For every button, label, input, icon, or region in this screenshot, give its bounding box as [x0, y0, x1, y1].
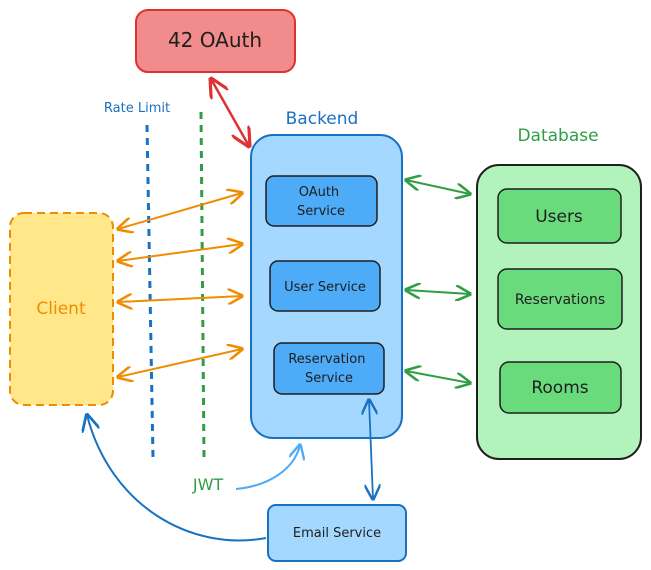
- rate-limit-line: [145, 124, 155, 459]
- users-table-label: Users: [535, 207, 583, 227]
- oauth-service-label-line2: Service: [297, 204, 345, 219]
- reservation-email-arrow: [369, 400, 373, 499]
- client-node: Client: [9, 212, 114, 406]
- reservation-service-label-line1: Reservation: [288, 352, 365, 367]
- oauth-provider-node: 42 OAuth: [135, 9, 296, 73]
- user-service-label: User Service: [284, 280, 366, 295]
- oauth-service-node: OAuth Service: [265, 175, 378, 227]
- reservation-service-label-line2: Service: [305, 371, 353, 386]
- jwt-backend-arrow: [235, 445, 300, 490]
- backend-reservations-arrow: [406, 290, 470, 294]
- backend-title: Backend: [286, 109, 359, 129]
- client-backend-arrow-1: [118, 193, 242, 229]
- client-label: Client: [36, 299, 86, 319]
- users-table-node: Users: [497, 188, 622, 244]
- oauth-arrow: [211, 79, 249, 146]
- email-service-node: Email Service: [267, 504, 407, 562]
- rooms-table-node: Rooms: [499, 361, 622, 414]
- reservation-service-label: Reservation Service: [288, 352, 369, 386]
- rooms-table-label: Rooms: [531, 378, 588, 398]
- reservations-table-label: Reservations: [515, 292, 605, 308]
- rate-limit-label: Rate Limit: [104, 101, 170, 116]
- email-client-arrow: [87, 415, 267, 542]
- user-service-node: User Service: [269, 260, 381, 312]
- jwt-label: JWT: [192, 475, 224, 494]
- email-service-label: Email Service: [293, 526, 381, 541]
- database-title: Database: [517, 126, 598, 146]
- oauth-provider-label: 42 OAuth: [168, 28, 262, 52]
- backend-users-arrow: [406, 180, 470, 194]
- reservation-service-node: Reservation Service: [273, 342, 385, 395]
- client-backend-arrow-3: [118, 296, 242, 302]
- client-backend-arrow-4: [118, 349, 242, 377]
- oauth-service-label-line1: OAuth: [299, 185, 339, 200]
- backend-rooms-arrow: [406, 371, 470, 383]
- oauth-service-label: OAuth Service: [297, 185, 345, 219]
- client-backend-arrow-2: [118, 244, 242, 261]
- reservations-table-node: Reservations: [497, 268, 623, 330]
- jwt-line: [199, 111, 206, 459]
